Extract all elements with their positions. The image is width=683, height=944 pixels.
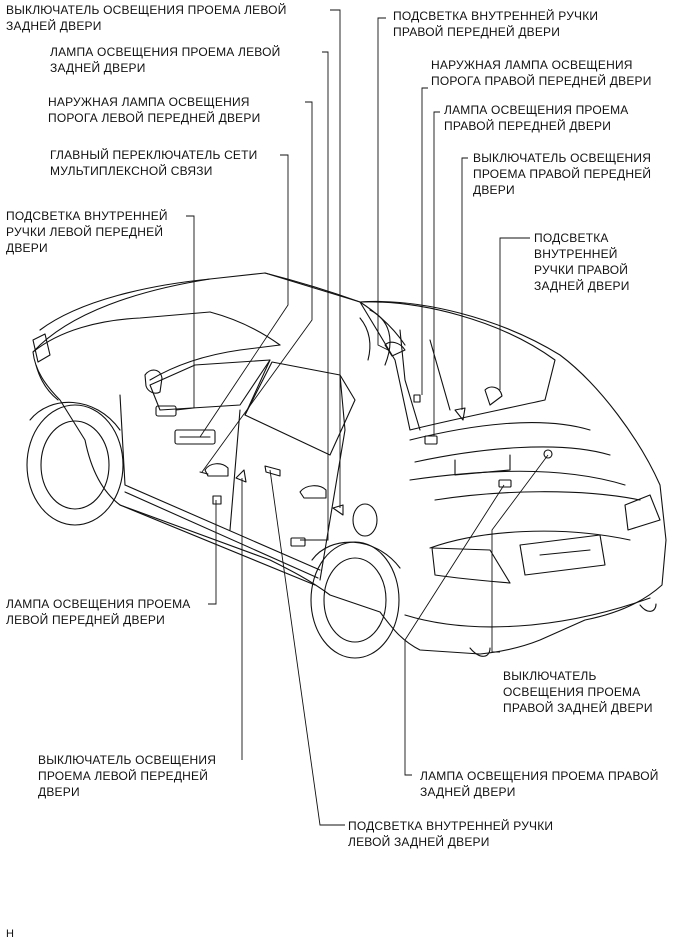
label-line: ЛЕВОЙ ЗАДНЕЙ ДВЕРИ — [348, 835, 490, 849]
label-lr-inner-handle: ПОДСВЕТКА ВНУТРЕННЕЙ РУЧКИ ЛЕВОЙ ЗАДНЕЙ … — [348, 818, 553, 850]
label-line: ЛАМПА ОСВЕЩЕНИЯ ПРОЕМА ПРАВОЙ — [420, 769, 659, 783]
label-rr-inner-handle: ПОДСВЕТКА ВНУТРЕННЕЙ РУЧКИ ПРАВОЙ ЗАДНЕЙ… — [534, 230, 630, 294]
body-outline — [32, 272, 667, 655]
label-line: РУЧКИ ПРАВОЙ — [534, 263, 629, 277]
label-line: ВНУТРЕННЕЙ — [534, 247, 618, 261]
label-rf-door-switch: ВЫКЛЮЧАТЕЛЬ ОСВЕЩЕНИЯ ПРОЕМА ПРАВОЙ ПЕРЕ… — [473, 150, 651, 198]
label-line: ЗАДНЕЙ ДВЕРИ — [50, 61, 146, 75]
label-multiplex-switch: ГЛАВНЫЙ ПЕРЕКЛЮЧАТЕЛЬ СЕТИ МУЛЬТИПЛЕКСНО… — [50, 147, 258, 179]
label-line: ЗАДНЕЙ ДВЕРИ — [6, 19, 102, 33]
label-line: ПОРОГА ПРАВОЙ ПЕРЕДНЕЙ ДВЕРИ — [431, 74, 652, 88]
label-rf-scuff-lamp: НАРУЖНАЯ ЛАМПА ОСВЕЩЕНИЯ ПОРОГА ПРАВОЙ П… — [431, 57, 652, 89]
label-lf-door-lamp: ЛАМПА ОСВЕЩЕНИЯ ПРОЕМА ЛЕВОЙ ПЕРЕДНЕЙ ДВ… — [6, 596, 191, 628]
label-line: ПОДСВЕТКА ВНУТРЕННЕЙ РУЧКИ — [348, 819, 554, 833]
label-line: ПРОЕМА ЛЕВОЙ ПЕРЕДНЕЙ — [38, 769, 209, 783]
label-lf-scuff-lamp: НАРУЖНАЯ ЛАМПА ОСВЕЩЕНИЯ ПОРОГА ЛЕВОЙ ПЕ… — [48, 94, 260, 126]
label-line: ГЛАВНЫЙ ПЕРЕКЛЮЧАТЕЛЬ СЕТИ — [50, 148, 258, 162]
label-line: ВЫКЛЮЧАТЕЛЬ — [503, 669, 597, 683]
label-line: ВЫКЛЮЧАТЕЛЬ ОСВЕЩЕНИЯ ПРОЕМА ЛЕВОЙ — [6, 3, 287, 17]
label-line: ЛЕВОЙ ПЕРЕДНЕЙ ДВЕРИ — [6, 613, 165, 627]
label-line: НАРУЖНАЯ ЛАМПА ОСВЕЩЕНИЯ — [431, 58, 633, 72]
figure-code: H — [6, 928, 15, 940]
label-line: ЗАДНЕЙ ДВЕРИ — [534, 279, 630, 293]
label-rf-door-lamp: ЛАМПА ОСВЕЩЕНИЯ ПРОЕМА ПРАВОЙ ПЕРЕДНЕЙ Д… — [444, 102, 629, 134]
label-line: ПОДСВЕТКА — [534, 231, 609, 245]
label-line: ПРОЕМА ПРАВОЙ ПЕРЕДНЕЙ — [473, 167, 652, 181]
label-line: ВЫКЛЮЧАТЕЛЬ ОСВЕЩЕНИЯ — [38, 753, 217, 767]
label-line: ЛАМПА ОСВЕЩЕНИЯ ПРОЕМА — [6, 597, 191, 611]
label-line: ПРАВОЙ ЗАДНЕЙ ДВЕРИ — [503, 701, 653, 715]
label-lf-inner-handle: ПОДСВЕТКА ВНУТРЕННЕЙ РУЧКИ ЛЕВОЙ ПЕРЕДНЕ… — [6, 208, 168, 256]
label-line: ДВЕРИ — [38, 785, 80, 799]
label-line: ПРАВОЙ ПЕРЕДНЕЙ ДВЕРИ — [393, 25, 561, 39]
label-line: ДВЕРИ — [6, 241, 48, 255]
label-line: ПОРОГА ЛЕВОЙ ПЕРЕДНЕЙ ДВЕРИ — [48, 111, 261, 125]
label-line: ДВЕРИ — [473, 183, 515, 197]
label-line: ЛАМПА ОСВЕЩЕНИЯ ПРОЕМА ЛЕВОЙ — [50, 45, 281, 59]
label-rf-inner-handle: ПОДСВЕТКА ВНУТРЕННЕЙ РУЧКИ ПРАВОЙ ПЕРЕДН… — [393, 8, 598, 40]
label-line: ЛАМПА ОСВЕЩЕНИЯ ПРОЕМА — [444, 103, 629, 117]
label-line: НАРУЖНАЯ ЛАМПА ОСВЕЩЕНИЯ — [48, 95, 250, 109]
label-line: ПОДСВЕТКА ВНУТРЕННЕЙ — [6, 209, 168, 223]
label-lr-door-switch: ВЫКЛЮЧАТЕЛЬ ОСВЕЩЕНИЯ ПРОЕМА ЛЕВОЙ ЗАДНЕ… — [6, 2, 287, 34]
label-line: РУЧКИ ЛЕВОЙ ПЕРЕДНЕЙ — [6, 225, 164, 239]
label-lr-door-lamp: ЛАМПА ОСВЕЩЕНИЯ ПРОЕМА ЛЕВОЙ ЗАДНЕЙ ДВЕР… — [50, 44, 280, 76]
label-lf-door-switch: ВЫКЛЮЧАТЕЛЬ ОСВЕЩЕНИЯ ПРОЕМА ЛЕВОЙ ПЕРЕД… — [38, 752, 216, 800]
label-rr-door-switch: ВЫКЛЮЧАТЕЛЬ ОСВЕЩЕНИЯ ПРОЕМА ПРАВОЙ ЗАДН… — [503, 668, 653, 716]
label-line: ОСВЕЩЕНИЯ ПРОЕМА — [503, 685, 641, 699]
label-line: ПОДСВЕТКА ВНУТРЕННЕЙ РУЧКИ — [393, 9, 599, 23]
label-rr-door-lamp: ЛАМПА ОСВЕЩЕНИЯ ПРОЕМА ПРАВОЙ ЗАДНЕЙ ДВЕ… — [420, 768, 659, 800]
label-line: ПРАВОЙ ПЕРЕДНЕЙ ДВЕРИ — [444, 119, 612, 133]
label-line: ЗАДНЕЙ ДВЕРИ — [420, 785, 516, 799]
label-line: ВЫКЛЮЧАТЕЛЬ ОСВЕЩЕНИЯ — [473, 151, 652, 165]
label-line: МУЛЬТИПЛЕКСНОЙ СВЯЗИ — [50, 164, 213, 178]
